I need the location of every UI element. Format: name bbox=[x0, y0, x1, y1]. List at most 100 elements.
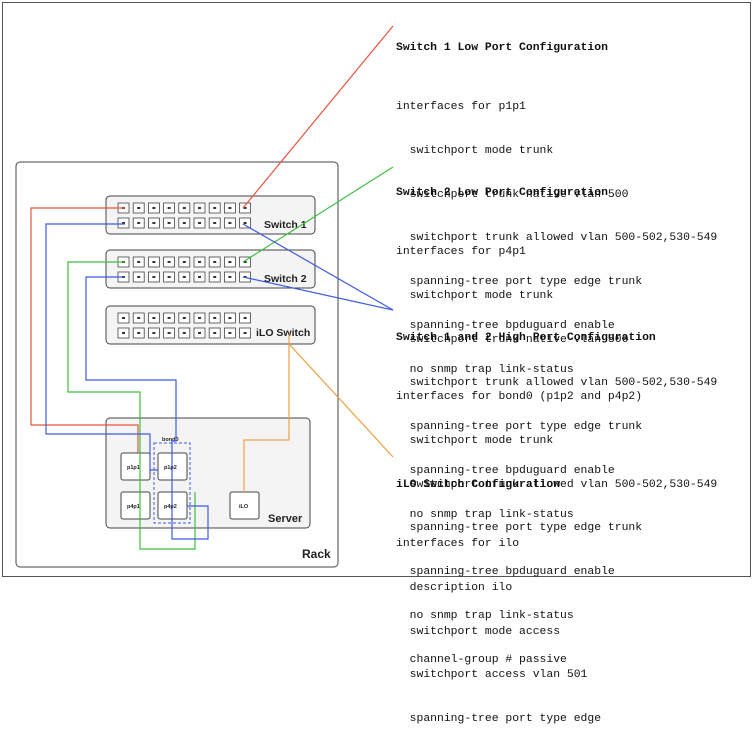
nic-port-p1p1: p1p1 bbox=[120, 452, 151, 481]
switch-port-led bbox=[243, 261, 247, 263]
switch-port-led bbox=[152, 276, 156, 278]
ilo-switch-ports bbox=[117, 312, 252, 339]
switch-port-led bbox=[198, 222, 201, 224]
cable-switch1-high-to-p1p2 bbox=[45, 223, 158, 471]
config-line: spanning-tree bpduguard enable bbox=[396, 464, 615, 477]
switch-port-led bbox=[228, 332, 232, 334]
switch-port-led bbox=[152, 317, 156, 319]
svg-text:p4p2: p4p2 bbox=[164, 504, 177, 510]
switch-2: Switch 2 bbox=[105, 249, 316, 289]
callout-high-from-switch2 bbox=[242, 276, 394, 311]
switch-port-led bbox=[213, 317, 217, 319]
switch-port-led bbox=[167, 222, 171, 224]
switch-port-led bbox=[228, 207, 232, 209]
switch-port-led bbox=[182, 332, 186, 334]
switch-2-ports bbox=[117, 256, 252, 283]
svg-text:p1p1: p1p1 bbox=[127, 465, 140, 471]
switch-port-led bbox=[213, 332, 217, 334]
switch-port-led bbox=[243, 332, 247, 334]
config-line: switchport mode trunk bbox=[396, 289, 554, 302]
ilo-port: iLO bbox=[229, 491, 260, 520]
switch-port-led bbox=[137, 276, 141, 278]
svg-text:p1p2: p1p2 bbox=[164, 465, 177, 471]
config-line: spanning-tree port type edge trunk bbox=[396, 421, 643, 434]
switch-1: Switch 1 bbox=[105, 195, 316, 235]
network-diagram: Rack Switch 1 Switch 2 iLO Switch Server… bbox=[15, 25, 394, 568]
switch-port-led bbox=[198, 317, 201, 319]
switch-2-label: Switch 2 bbox=[264, 273, 307, 285]
config-line: switchport access vlan 501 bbox=[396, 669, 588, 682]
switch-port-led bbox=[137, 222, 141, 224]
switch-port-led bbox=[152, 222, 156, 224]
config-ilo-switch: iLO Switch Configuration interfaces for … bbox=[396, 449, 601, 741]
switch-port-led bbox=[152, 207, 156, 209]
config-switch2-low: Switch 2 Low Port Configuration interfac… bbox=[396, 157, 717, 537]
config-title: Switch 1 and 2 High Port Configuration bbox=[396, 332, 656, 345]
switch-port-led bbox=[243, 222, 247, 224]
switch-port-led bbox=[167, 261, 171, 263]
config-line: spanning-tree port type edge trunk bbox=[396, 276, 643, 289]
cable-switch2-high-to-p4p2 bbox=[85, 276, 209, 540]
config-line: switchport trunk allowed vlan 500-502,53… bbox=[396, 232, 718, 245]
switch-port-led bbox=[122, 222, 125, 224]
rack-label: Rack bbox=[302, 547, 331, 561]
config-line: spanning-tree bpduguard enable bbox=[396, 566, 615, 579]
config-title: Switch 1 Low Port Configuration bbox=[396, 42, 608, 55]
config-line: interfaces for p1p1 bbox=[396, 100, 526, 113]
svg-text:iLO: iLO bbox=[239, 504, 249, 510]
switch-port-led bbox=[122, 317, 125, 319]
switch-port-led bbox=[228, 261, 232, 263]
server: Server bond0 p1p1 p1p2 p4p1 p4p2 iLO bbox=[105, 417, 311, 529]
cable-switch2-to-p4p1 bbox=[67, 261, 196, 550]
config-line: no snmp trap link-status bbox=[396, 363, 574, 376]
config-line: no snmp trap link-status bbox=[396, 508, 574, 521]
switch-port-led bbox=[152, 332, 156, 334]
switch-port-led bbox=[167, 276, 171, 278]
switch-port-led bbox=[243, 207, 247, 209]
switch-port-led bbox=[122, 332, 125, 334]
config-switch1-low: Switch 1 Low Port Configuration interfac… bbox=[396, 12, 717, 392]
ilo-switch-label: iLO Switch bbox=[256, 327, 310, 339]
switch-port-led bbox=[243, 317, 247, 319]
config-line: spanning-tree bpduguard enable bbox=[396, 319, 615, 332]
switch-port-led bbox=[167, 332, 171, 334]
switch-port-led bbox=[213, 276, 217, 278]
ilo-switch: iLO Switch bbox=[105, 305, 316, 345]
config-line: interfaces for p4p1 bbox=[396, 245, 526, 258]
switch-port-led bbox=[213, 222, 217, 224]
callout-high-from-switch1 bbox=[242, 223, 394, 311]
switch-port-led bbox=[198, 261, 201, 263]
config-title: Switch 2 Low Port Configuration bbox=[396, 187, 608, 200]
bond0-label: bond0 bbox=[162, 437, 179, 443]
switch-port-led bbox=[167, 317, 171, 319]
switch-port-led bbox=[137, 332, 141, 334]
config-line: switchport mode trunk bbox=[396, 144, 554, 157]
config-line: switchport mode access bbox=[396, 625, 561, 638]
switch-port-led bbox=[228, 222, 232, 224]
switch-port-led bbox=[213, 261, 217, 263]
config-line: switchport trunk native vlan 500 bbox=[396, 333, 629, 346]
switch-port-led bbox=[182, 207, 186, 209]
config-line: switchport mode trunk bbox=[396, 434, 554, 447]
switch-port-led bbox=[182, 317, 186, 319]
switch-port-led bbox=[198, 207, 201, 209]
switch-port-led bbox=[198, 332, 201, 334]
switch-port-led bbox=[152, 261, 156, 263]
callout-switch2-low bbox=[242, 166, 394, 263]
switch-port-led bbox=[137, 207, 141, 209]
switch-port-led bbox=[213, 207, 217, 209]
config-line: spanning-tree port type edge bbox=[396, 713, 602, 726]
callout-switch1-low bbox=[242, 25, 394, 209]
config-line: description ilo bbox=[396, 581, 513, 594]
config-line: interfaces for bond0 (p1p2 and p4p2) bbox=[396, 390, 643, 403]
switch-port-led bbox=[182, 276, 186, 278]
switch-port-led bbox=[228, 276, 232, 278]
config-line: interfaces for ilo bbox=[396, 537, 520, 550]
config-title: iLO Switch Configuration bbox=[396, 479, 561, 492]
config-line: spanning-tree port type edge trunk bbox=[396, 522, 643, 535]
server-label: Server bbox=[268, 513, 303, 525]
switch-port-led bbox=[182, 261, 186, 263]
switch-port-led bbox=[182, 222, 186, 224]
nic-port-p4p1: p4p1 bbox=[120, 491, 151, 520]
config-line: switchport trunk allowed vlan 500-502,53… bbox=[396, 478, 718, 491]
